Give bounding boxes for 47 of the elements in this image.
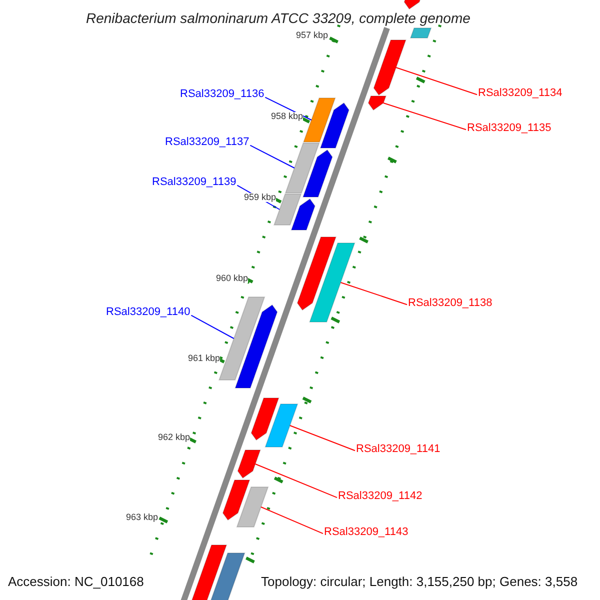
gene-label: RSal33209_1138: [408, 298, 492, 309]
gene-label: RSal33209_1137: [165, 137, 250, 148]
gene-bar: [302, 149, 333, 198]
gene-bar: [410, 28, 432, 38]
scale-label: 961 kbp: [188, 354, 220, 363]
gene-bar: [250, 398, 280, 441]
gene-label: RSal33209_1143: [324, 527, 408, 538]
accession-text: Accession: NC_010168: [8, 575, 144, 588]
leader-line: [382, 102, 466, 130]
genome-info-text: Topology: circular; Length: 3,155,250 bp; Genes: 3,558: [261, 575, 578, 588]
gene-bar: [404, 0, 424, 10]
leader-line: [264, 96, 312, 120]
scale-label: 962 kbp: [158, 433, 190, 442]
gene-bar: [218, 296, 266, 380]
gene-label: RSal33209_1136: [180, 89, 264, 100]
leader-line: [396, 67, 478, 96]
leader-line: [250, 144, 295, 168]
scale-label: 963 kbp: [126, 513, 158, 522]
leader-line: [190, 314, 234, 339]
gene-bar: [302, 98, 336, 142]
leader-line: [254, 464, 338, 498]
gene-label: RSal33209_1134: [478, 88, 562, 99]
scale-label: 957 kbp: [296, 31, 328, 40]
leader-line: [340, 282, 408, 306]
gene-label: RSal33209_1141: [356, 444, 440, 455]
gene-bar: [373, 40, 406, 96]
gene-bar: [222, 480, 250, 521]
gene-bar: [237, 450, 261, 479]
gene-bar: [234, 304, 278, 388]
scale-label: 958 kbp: [271, 112, 304, 121]
gene-bar: [284, 142, 320, 194]
title: Renibacterium salmoninarum ATCC 33209, complete genome: [86, 11, 470, 25]
gene-bar: [309, 242, 356, 322]
gene-label: RSal33209_1139: [152, 177, 236, 188]
gene-label: RSal33209_1142: [338, 491, 422, 502]
gene-label: RSal33209_1135: [467, 123, 552, 134]
scale-label: 959 kbp: [244, 193, 276, 202]
gene-bar: [290, 198, 316, 230]
gene-bar: [320, 102, 350, 148]
scale-label: 960 kbp: [216, 274, 248, 283]
gene-bar: [236, 486, 269, 528]
leader-line: [260, 506, 324, 534]
gene-bar: [264, 404, 298, 448]
leader-line: [289, 425, 356, 452]
gene-bar: [296, 236, 337, 311]
gene-label: RSal33209_1140: [106, 307, 190, 318]
gene-bar: [368, 96, 387, 111]
